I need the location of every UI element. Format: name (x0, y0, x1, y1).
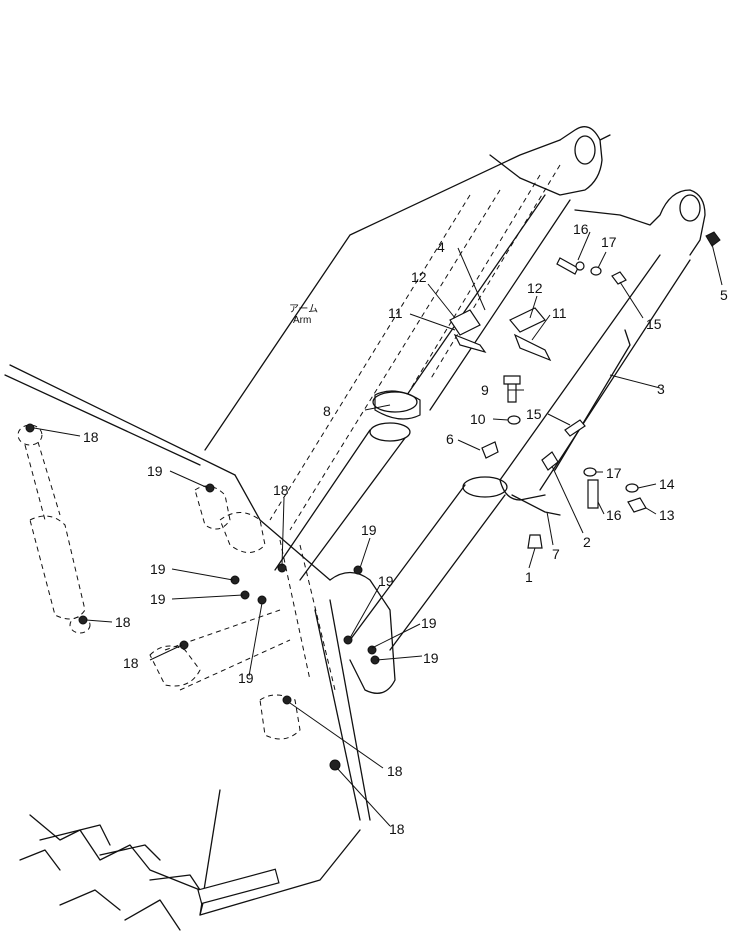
callout-12b: 12 (527, 280, 543, 296)
leader-lines (33, 231, 723, 827)
bucket-linkage (4, 364, 396, 821)
callout-16b: 16 (606, 507, 622, 523)
callout-18e: 18 (387, 763, 403, 779)
callout-10: 10 (470, 411, 486, 427)
callout-12a: 12 (411, 269, 427, 285)
callout-19e: 19 (361, 522, 377, 538)
arm-label-jp: アーム (289, 303, 318, 315)
callout-19g: 19 (421, 615, 437, 631)
fittings (25, 231, 721, 771)
callout-11b: 11 (552, 305, 567, 321)
callout-19c: 19 (150, 591, 166, 607)
callout-11a: 11 (388, 305, 403, 321)
bucket-body (19, 789, 361, 931)
callout-3: 3 (657, 381, 665, 397)
callout-6: 6 (446, 431, 454, 447)
callout-15b: 15 (526, 406, 542, 422)
arm-body (204, 126, 706, 531)
callout-19a: 19 (147, 463, 163, 479)
callout-7: 7 (552, 546, 560, 562)
bucket-cylinder (274, 194, 571, 581)
callout-19f: 19 (378, 573, 394, 589)
callout-19d: 19 (238, 670, 254, 686)
callout-5: 5 (720, 287, 728, 303)
callout-18f: 18 (389, 821, 405, 837)
callout-2: 2 (583, 534, 591, 550)
callout-19b: 19 (150, 561, 166, 577)
callout-8: 8 (323, 403, 331, 419)
callout-9: 9 (481, 382, 489, 398)
callout-18d: 18 (273, 482, 289, 498)
callout-16a: 16 (573, 221, 589, 237)
callout-14: 14 (659, 476, 675, 492)
callout-18b: 18 (115, 614, 131, 630)
arm-label-en: Arm (293, 315, 311, 326)
callout-13: 13 (659, 507, 675, 523)
side-cylinder (17, 424, 91, 634)
callout-18a: 18 (83, 429, 99, 445)
callout-17b: 17 (606, 465, 622, 481)
callout-18c: 18 (123, 655, 139, 671)
callout-15a: 15 (646, 316, 662, 332)
callout-17a: 17 (601, 234, 617, 250)
callout-19h: 19 (423, 650, 439, 666)
callout-4: 4 (437, 239, 445, 255)
callout-1: 1 (525, 569, 533, 585)
callout-numbers: 1 2 3 4 5 6 7 8 9 10 11 11 12 12 13 14 1… (83, 221, 728, 837)
